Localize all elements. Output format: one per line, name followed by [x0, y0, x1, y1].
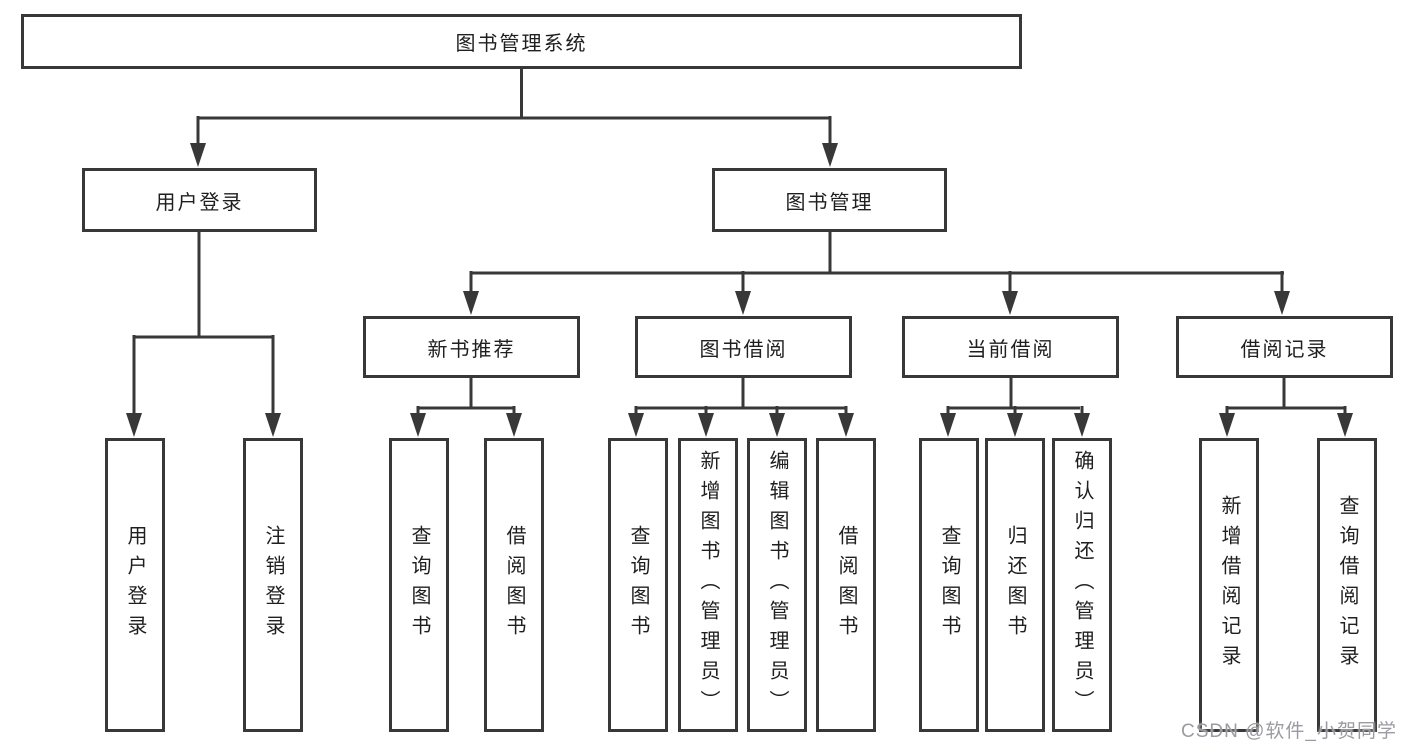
arrowheads	[126, 143, 1353, 437]
node-records-add-borrow-record: 新增借阅记录	[1199, 438, 1259, 732]
node-recommend-search-books: 查询图书	[389, 438, 449, 732]
connector-user-login	[132, 232, 275, 422]
node-label: 查询图书	[938, 525, 960, 645]
csdn-watermark: CSDN @软件_小贺同学	[1181, 721, 1397, 742]
connector-new-book	[416, 377, 516, 424]
node-label: 查询图书	[627, 525, 649, 645]
node-recommend-borrow-books: 借阅图书	[484, 438, 544, 732]
connector-borrowing	[634, 377, 848, 424]
node-book-management: 图书管理	[712, 168, 947, 232]
connector-book-mgmt	[469, 232, 1284, 302]
node-current-borrowing: 当前借阅	[902, 316, 1119, 378]
node-current-confirm-return-admin: 确认归还（管理员）	[1052, 438, 1112, 732]
node-label: 用户登录	[155, 191, 244, 214]
node-user-login-action: 用户登录	[105, 438, 165, 732]
node-label: 借阅记录	[1240, 338, 1329, 361]
node-borrowing-search-books: 查询图书	[608, 438, 668, 732]
node-label: 确认归还（管理员）	[1071, 450, 1093, 720]
node-label: 用户登录	[124, 525, 146, 645]
node-label: 图书管理	[785, 191, 874, 214]
node-label: 新增图书（管理员）	[697, 450, 719, 720]
node-label: 编辑图书（管理员）	[766, 450, 788, 720]
node-current-return-books: 归还图书	[985, 438, 1045, 732]
connector-records	[1225, 377, 1347, 424]
node-label: 借阅图书	[835, 525, 857, 645]
node-label: 注销登录	[262, 525, 284, 645]
node-borrowing-edit-books-admin: 编辑图书（管理员）	[747, 438, 807, 732]
node-label: 借阅图书	[503, 525, 525, 645]
node-label: 查询图书	[408, 525, 430, 645]
node-label: 归还图书	[1004, 525, 1026, 645]
node-new-book-recommendation: 新书推荐	[363, 316, 580, 378]
node-borrowing-borrow-books: 借阅图书	[816, 438, 876, 732]
node-library-management-system: 图书管理系统	[21, 14, 1022, 69]
node-user-login: 用户登录	[82, 168, 317, 232]
connector-root	[196, 68, 832, 152]
node-current-search-books: 查询图书	[919, 438, 979, 732]
node-book-borrowing: 图书借阅	[635, 316, 852, 378]
node-label: 图书借阅	[699, 338, 788, 361]
node-label: 新书推荐	[427, 338, 516, 361]
node-label: 当前借阅	[966, 338, 1055, 361]
node-label: 查询借阅记录	[1336, 495, 1358, 675]
node-borrowing-records: 借阅记录	[1176, 316, 1393, 378]
node-borrowing-add-books-admin: 新增图书（管理员）	[678, 438, 738, 732]
node-label: 新增借阅记录	[1218, 495, 1240, 675]
node-label: 图书管理系统	[455, 33, 588, 55]
node-records-search-borrow-record: 查询借阅记录	[1317, 438, 1377, 732]
node-logout-action: 注销登录	[243, 438, 303, 732]
